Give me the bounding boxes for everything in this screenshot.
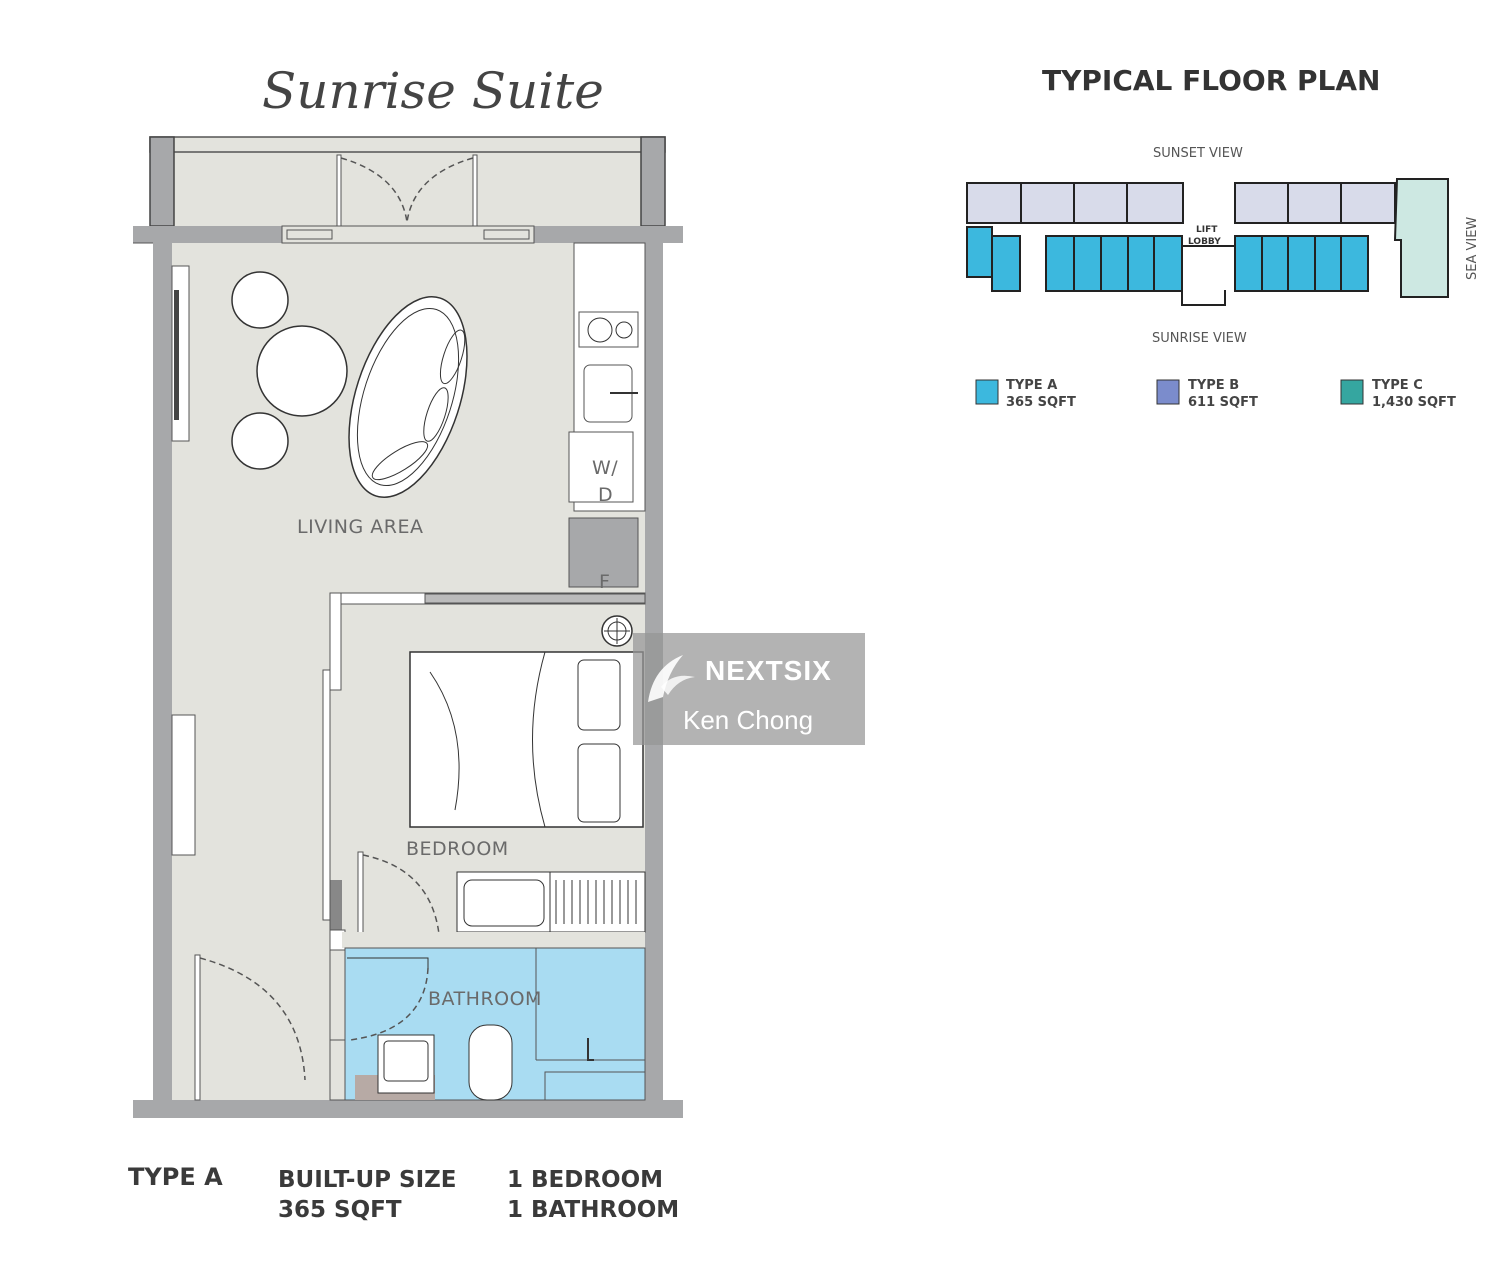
legend-swatch-type-b: [1156, 379, 1180, 405]
legend-type: TYPE B: [1188, 378, 1239, 393]
size-label: BUILT-UP SIZE: [278, 1167, 457, 1193]
legend-type: TYPE C: [1372, 378, 1423, 393]
legend-size: 1,430 SQFT: [1372, 395, 1456, 410]
fridge: [568, 517, 639, 588]
legend: TYPE A 365 SQFT TYPE B 611 SQFT TYPE C 1…: [975, 378, 1456, 410]
dining-table: [256, 325, 348, 417]
bathroom-label: BATHROOM: [428, 988, 542, 1010]
living-area-label: LIVING AREA: [297, 516, 423, 538]
washer-dryer-label: W/: [592, 457, 618, 479]
watermark-name: Ken Chong: [683, 705, 814, 735]
legend-swatch-type-a: [975, 379, 999, 405]
fridge-label: F: [599, 571, 610, 593]
bedroom-count: 1 BEDROOM: [507, 1167, 663, 1193]
lift-lobby-label: LOBBY: [1188, 237, 1221, 247]
washer-dryer: [568, 431, 634, 503]
washer-dryer-label: D: [598, 484, 613, 506]
unit-title: Sunrise Suite: [262, 62, 604, 120]
unit-plan: W/ D F LIVING AREA BEDROOM: [133, 136, 683, 1118]
hob: [578, 311, 639, 348]
size-value: 365 SQFT: [278, 1197, 402, 1223]
sofa: [348, 296, 468, 498]
wardrobe: [456, 871, 646, 933]
stool: [231, 412, 289, 470]
lift-lobby-label: LIFT: [1196, 225, 1218, 235]
bedroom-label: BEDROOM: [406, 838, 509, 860]
sunset-view-label: SUNSET VIEW: [1153, 146, 1243, 161]
wall: [153, 243, 172, 1118]
watermark-brand: NEXTSIX: [705, 655, 832, 686]
sea-view-label: SEA VIEW: [1465, 217, 1480, 280]
stool: [231, 271, 289, 329]
typical-floor-layout: [966, 178, 1449, 306]
legend-size: 611 SQFT: [1188, 395, 1258, 410]
legend-swatch-type-c: [1340, 379, 1364, 405]
sunrise-view-label: SUNRISE VIEW: [1152, 331, 1247, 346]
toilet: [468, 1024, 513, 1101]
watermark: NEXTSIX Ken Chong: [633, 633, 865, 745]
legend-size: 365 SQFT: [1006, 395, 1076, 410]
floor-plan-title: TYPICAL FLOOR PLAN: [1042, 64, 1380, 97]
bathroom-count: 1 BATHROOM: [507, 1197, 679, 1223]
nextsix-logo-icon: [648, 655, 695, 702]
unit-type: TYPE A: [128, 1163, 223, 1191]
basin: [377, 1034, 435, 1094]
wall: [133, 1100, 683, 1118]
legend-type: TYPE A: [1006, 378, 1057, 393]
